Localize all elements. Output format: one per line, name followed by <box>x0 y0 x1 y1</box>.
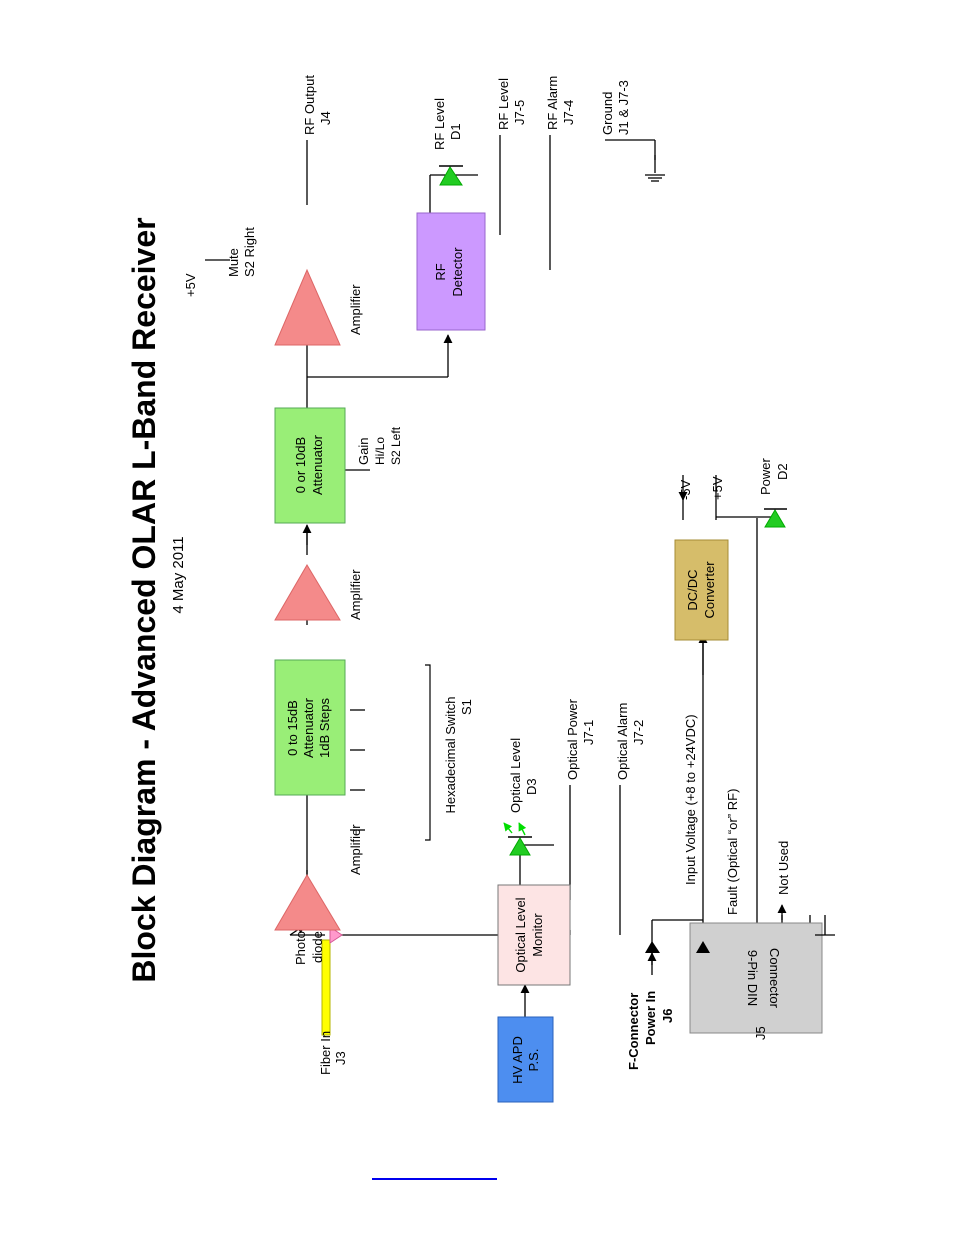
attenuator-15db-line1: 0 to 15dB <box>285 700 300 756</box>
optical-level-ref: D3 <box>524 778 539 795</box>
not-used-label: Not Used <box>776 841 791 895</box>
olm-line1: Optical Level <box>513 897 528 972</box>
attenuator-10db-line1: 0 or 10dB <box>293 437 308 493</box>
hv-apd-line2: P.S. <box>526 1049 541 1072</box>
ground-symbols <box>645 155 835 936</box>
j5-label: J5 <box>753 1026 768 1040</box>
optical-power-label: Optical Power <box>565 698 580 780</box>
fault-label: Fault (Optical “or” RF) <box>725 789 740 915</box>
photodiode-label-1: Photo <box>293 931 308 965</box>
gain-label-2: Hi/Lo <box>373 437 387 465</box>
attenuator-15db-line2: Attenuator <box>301 697 316 758</box>
power-diode-1 <box>645 941 660 953</box>
j6-label: J6 <box>660 1009 675 1023</box>
power-ref: D2 <box>775 463 790 480</box>
gain-label-1: Gain <box>356 438 371 465</box>
optical-level-led <box>503 822 532 856</box>
amplifier-3-label: Amplifier <box>348 284 363 335</box>
optical-level-label: Optical Level <box>508 738 523 813</box>
rf-output-label: RF Output <box>302 75 317 135</box>
amplifier-1-label: Amplifier <box>348 824 363 875</box>
power-in-label: Power In <box>643 991 658 1045</box>
ground-label: Ground <box>600 92 615 135</box>
rf-level-d1-ref: D1 <box>448 123 463 140</box>
diagram-title: Block Diagram - Advanced OLAR L-Band Rec… <box>126 217 162 982</box>
dcdc-block <box>674 539 729 641</box>
mute-label-1: Mute <box>226 248 241 277</box>
ground-ref: J1 & J7-3 <box>616 80 631 135</box>
plus5v-label: +5V <box>710 476 725 500</box>
fiber-cable <box>321 939 331 1036</box>
amplifier-2 <box>274 564 341 621</box>
power-label: Power <box>758 457 773 495</box>
optical-power-ref: J7-1 <box>581 720 596 745</box>
attenuator-10db-line2: Attenuator <box>310 434 325 495</box>
attenuator-10db-block <box>274 407 346 524</box>
optical-level-monitor-block <box>497 884 571 986</box>
amplifier-1 <box>274 874 341 931</box>
rf-detector-line1: RF <box>433 263 448 280</box>
attenuator-15db-block <box>274 659 346 796</box>
power-diode-2 <box>696 941 710 953</box>
hv-apd-ps-block <box>497 1016 554 1103</box>
attenuator-15db-line3: 1dB Steps <box>317 698 332 758</box>
fiber-in-jack: J3 <box>333 1051 348 1065</box>
din-line1: 9-Pin DIN <box>745 950 760 1006</box>
minus5v-label: -5V <box>678 479 693 500</box>
dcdc-line1: DC/DC <box>685 569 700 610</box>
f-connector-label: F-Connector <box>626 993 641 1070</box>
footer-link-underline[interactable] <box>372 1178 497 1180</box>
olm-line2: Monitor <box>530 913 545 957</box>
amplifier-2-label: Amplifier <box>348 569 363 620</box>
photodiode-icon <box>329 926 343 944</box>
hex-switch-bracket <box>425 664 431 841</box>
optical-alarm-label: Optical Alarm <box>615 703 630 780</box>
hv-apd-line1: HV APD <box>510 1036 525 1084</box>
mute-label-2: S2 Right <box>242 227 257 277</box>
hex-switch-label: Hexadecimal Switch <box>443 696 458 813</box>
rf-detector-block <box>416 212 486 331</box>
rf-level-j7-label: RF Level <box>496 78 511 130</box>
rf-level-led <box>439 165 463 186</box>
hex-switch-ref: S1 <box>459 699 474 715</box>
diagram-date: 4 May 2011 <box>170 536 187 613</box>
din-connector-block <box>689 922 823 1034</box>
power-led <box>764 508 787 528</box>
din-line2: Connector <box>767 948 782 1009</box>
dcdc-line2: Converter <box>702 561 717 619</box>
mute-plus5v: +5V <box>183 273 198 297</box>
rf-output-jack: J4 <box>318 111 333 125</box>
gain-label-3: S2 Left <box>389 426 403 465</box>
optical-alarm-ref: J7-2 <box>631 720 646 745</box>
rf-alarm-label: RF Alarm <box>545 76 560 130</box>
rf-level-d1-label: RF Level <box>432 98 447 150</box>
rf-alarm-ref: J7-4 <box>561 100 576 125</box>
fiber-in-label: Fiber In <box>318 1031 333 1075</box>
amplifier-3 <box>274 268 341 346</box>
rf-level-j7-ref: J7-5 <box>512 100 527 125</box>
input-voltage-label: Input Voltage (+8 to +24VDC) <box>683 714 698 885</box>
rf-detector-line2: Detector <box>450 247 465 297</box>
photodiode-label-2: diode <box>310 931 325 963</box>
